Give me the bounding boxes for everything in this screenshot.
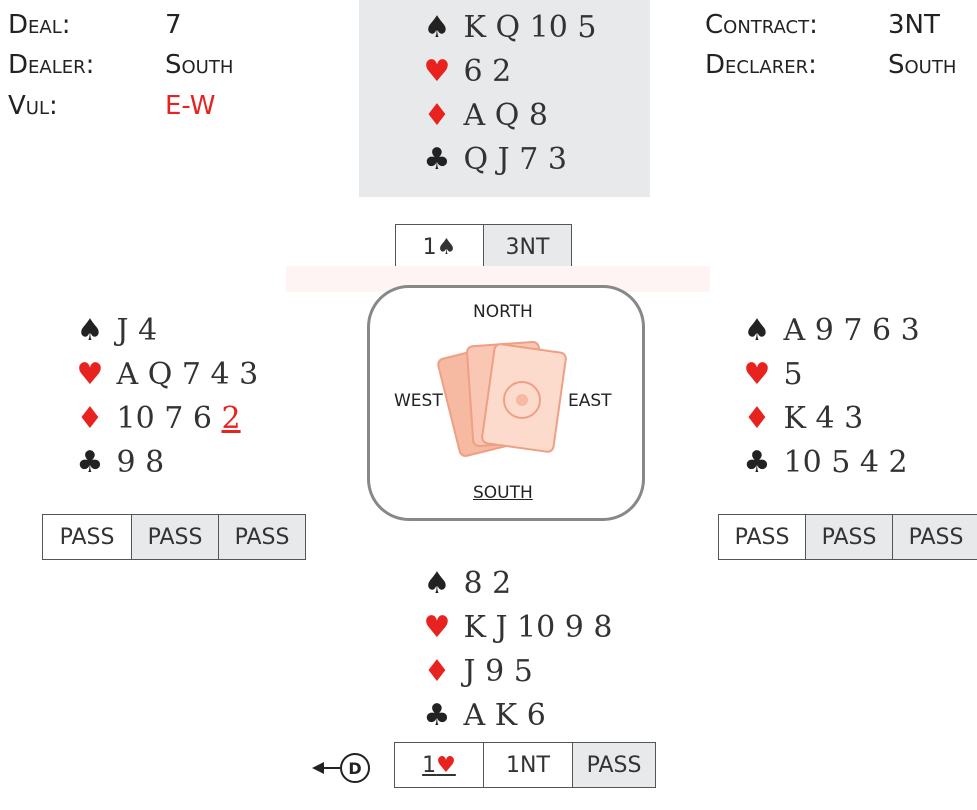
bid-level: 1 (422, 234, 437, 260)
diamond-icon: ♦ (76, 401, 104, 436)
south-bid-box: 1♥ 1NT PASS (394, 742, 656, 788)
west-hand: ♠ J 4 ♥ A Q 7 4 3 ♦ 10 7 6 2 ♣ 9 8 (73, 309, 259, 485)
north-clubs: Q J 7 3 (463, 142, 567, 177)
south-hand: ♠ 8 2 ♥ K J 10 9 8 ♦ J 9 5 ♣ A K 6 (420, 562, 613, 738)
vul-value: E-W (165, 91, 216, 121)
compass-west: WEST (394, 391, 443, 411)
declarer-label: Declarer: (705, 50, 817, 80)
north-hand-panel (359, 0, 650, 197)
south-bid-1: 1♥ (395, 743, 483, 787)
club-icon: ♣ (423, 698, 451, 733)
east-clubs: 10 5 4 2 (783, 445, 908, 480)
north-hand: ♠ K Q 10 5 ♥ 6 2 ♦ A Q 8 ♣ Q J 7 3 (420, 6, 597, 182)
east-bid-box: PASS PASS PASS (718, 514, 977, 560)
east-hearts: 5 (783, 357, 803, 392)
dealer-label: Dealer: (8, 50, 95, 80)
north-bid-2: 3NT (483, 225, 571, 269)
club-icon: ♣ (423, 142, 451, 177)
south-bid-3: PASS (572, 743, 655, 787)
diamond-icon: ♦ (423, 98, 451, 133)
heart-icon: ♥ (76, 357, 104, 392)
south-spades: 8 2 (463, 566, 512, 601)
arrow-left-icon: D (312, 753, 370, 783)
heart-icon: ♥ (743, 357, 771, 392)
west-diamonds: 10 7 6 (116, 401, 212, 436)
south-bid-1-text: 1♥ (422, 753, 456, 778)
cards-icon (437, 341, 567, 457)
dealer-value: South (165, 50, 234, 80)
dealer-indicator: D (310, 750, 380, 790)
south-diamonds: J 9 5 (463, 654, 533, 689)
declarer-value: South (888, 50, 957, 80)
spade-icon: ♠ (743, 313, 771, 348)
south-hearts: K J 10 9 8 (463, 610, 613, 645)
south-bid-2: 1NT (483, 743, 572, 787)
heart-icon: ♥ (423, 54, 451, 89)
heart-icon: ♥ (423, 610, 451, 645)
west-bid-3: PASS (218, 515, 305, 559)
heart-icon: ♥ (436, 752, 456, 778)
east-hand: ♠ A 9 7 6 3 ♥ 5 ♦ K 4 3 ♣ 10 5 4 2 (740, 309, 920, 485)
east-bid-3: PASS (892, 515, 977, 559)
north-bid-box: 1♠ 3NT (395, 224, 572, 270)
club-icon: ♣ (76, 445, 104, 480)
west-bid-2: PASS (131, 515, 218, 559)
north-spades: K Q 10 5 (463, 10, 597, 45)
vul-label: Vul: (8, 91, 58, 121)
contract-value: 3NT (888, 10, 940, 40)
compass-north: NORTH (473, 302, 533, 322)
west-hearts: A Q 7 4 3 (116, 357, 259, 392)
contract-label: Contract: (705, 10, 818, 40)
east-diamonds: K 4 3 (783, 401, 864, 436)
west-clubs: 9 8 (116, 445, 165, 480)
east-spades: A 9 7 6 3 (783, 313, 920, 348)
spade-icon: ♠ (423, 10, 451, 45)
east-bid-2: PASS (805, 515, 892, 559)
spade-icon: ♠ (436, 234, 457, 260)
diamond-icon: ♦ (423, 654, 451, 689)
deal-label: Deal: (8, 10, 71, 40)
west-bid-box: PASS PASS PASS (42, 514, 306, 560)
south-clubs: A K 6 (463, 698, 546, 733)
west-bid-1: PASS (59, 524, 115, 550)
bid-level: 1 (422, 752, 437, 778)
table-compass: NORTH WEST EAST SOUTH (367, 285, 645, 521)
west-spades: J 4 (116, 313, 158, 348)
dealer-marker: D (348, 759, 361, 778)
compass-south: SOUTH (473, 483, 533, 503)
spade-icon: ♠ (76, 313, 104, 348)
club-icon: ♣ (743, 445, 771, 480)
spade-icon: ♠ (423, 566, 451, 601)
north-hearts: 6 2 (463, 54, 512, 89)
north-bid-1: 1♠ (396, 225, 483, 269)
north-diamonds: A Q 8 (463, 98, 548, 133)
east-bid-1: PASS (734, 524, 790, 550)
diamond-icon: ♦ (743, 401, 771, 436)
compass-east: EAST (568, 391, 612, 411)
deal-value: 7 (165, 10, 182, 40)
opening-lead-card: 2 (221, 401, 241, 436)
